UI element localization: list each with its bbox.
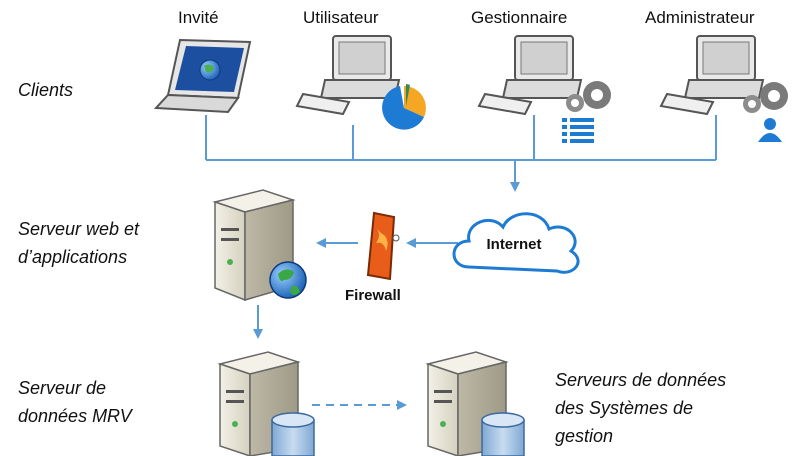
firewall-icon [366, 211, 400, 281]
list-icon [562, 118, 594, 143]
database-icon-mgmt [481, 412, 525, 456]
role-label-user: Utilisateur [303, 8, 379, 27]
gears-icon-manager [566, 81, 611, 112]
client-bus-connectors [205, 115, 717, 410]
gears-icon-admin [743, 82, 788, 113]
desktop-computer-icon-manager [477, 35, 583, 116]
role-label-manager: Gestionnaire [471, 8, 568, 27]
tier-label-mrv-server: Serveur de données MRV [18, 374, 132, 430]
cloud-icon [452, 212, 580, 274]
tier-label-mgmt-servers: Serveurs de données des Systèmes de gest… [555, 366, 726, 450]
tier-label-mgmt-line1: Serveurs de données [555, 370, 727, 390]
internet-label: Internet [486, 236, 541, 253]
laptop-icon [153, 38, 252, 114]
tier-label-mrv-line1: Serveur de [18, 378, 107, 398]
desktop-computer-icon-admin [659, 35, 765, 116]
firewall-label: Firewall [345, 287, 401, 304]
pie-chart-icon [382, 84, 426, 130]
role-label-guest: Invité [178, 8, 219, 27]
database-icon-mrv [271, 412, 315, 456]
role-label-admin: Administrateur [645, 8, 755, 27]
user-icon [758, 118, 782, 142]
desktop-computer-icon-user [295, 35, 401, 116]
tier-label-mgmt-line2: des Systèmes de [555, 398, 694, 418]
tier-label-mrv-line2: données MRV [18, 406, 132, 426]
tier-label-mgmt-line3: gestion [555, 426, 614, 446]
globe-icon [269, 261, 307, 299]
tier-label-web-server-line1: Serveur web et [18, 219, 140, 239]
tier-label-web-server: Serveur web et d’applications [18, 215, 139, 271]
tier-label-web-server-line2: d’applications [18, 247, 128, 267]
tier-label-clients: Clients [18, 80, 74, 100]
